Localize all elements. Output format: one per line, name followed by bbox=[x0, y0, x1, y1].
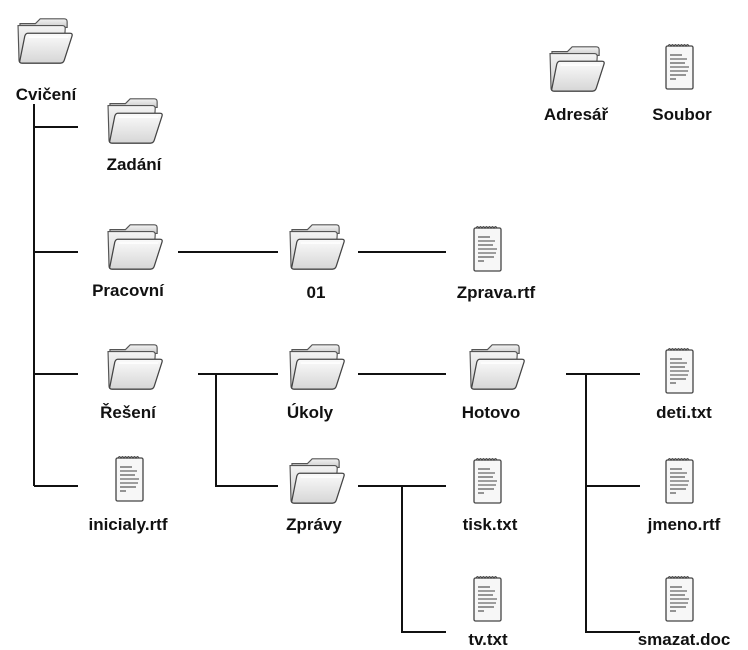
node-smazat-doc[interactable]: smazat.doc bbox=[638, 575, 731, 650]
node-zpravy[interactable]: Zprávy bbox=[286, 458, 345, 534]
file-icon bbox=[473, 457, 502, 504]
node-inicialy-rtf[interactable]: inicialy.rtf bbox=[88, 455, 168, 535]
node-deti-txt[interactable]: deti.txt bbox=[656, 347, 712, 423]
node-label: Zprávy bbox=[286, 515, 342, 534]
connector-reseni-zpravy bbox=[215, 374, 278, 487]
node-zprava-rtf[interactable]: Zprava.rtf bbox=[457, 225, 536, 303]
node-label: Cvičení bbox=[16, 85, 78, 104]
legend-file-label: Soubor bbox=[652, 105, 712, 124]
file-icon bbox=[665, 43, 694, 90]
node-cviceni[interactable]: Cvičení bbox=[16, 18, 78, 104]
node-label: Hotovo bbox=[462, 403, 521, 422]
tree-connectors bbox=[33, 104, 640, 633]
folder-icon bbox=[107, 224, 163, 270]
node-label: deti.txt bbox=[656, 403, 712, 422]
folder-icon bbox=[289, 344, 345, 390]
file-icon bbox=[665, 347, 694, 394]
node-label: tv.txt bbox=[468, 630, 508, 649]
file-icon bbox=[473, 225, 502, 272]
node-label: inicialy.rtf bbox=[88, 515, 167, 534]
connector-zpravy-tv bbox=[401, 486, 446, 633]
folder-icon bbox=[469, 344, 525, 390]
folder-icon bbox=[107, 344, 163, 390]
node-tv-txt[interactable]: tv.txt bbox=[468, 575, 508, 650]
node-pracovni[interactable]: Pracovní bbox=[92, 224, 165, 300]
folder-icon bbox=[549, 46, 605, 92]
node-label: jmeno.rtf bbox=[647, 515, 721, 534]
connector-hotovo-smazat bbox=[585, 374, 640, 633]
folder-icon bbox=[289, 224, 345, 270]
legend-folder: Adresář bbox=[544, 46, 609, 124]
node-tisk-txt[interactable]: tisk.txt bbox=[463, 457, 518, 535]
legend: Adresář Soubor bbox=[544, 43, 712, 124]
node-jmeno-rtf[interactable]: jmeno.rtf bbox=[647, 457, 721, 535]
file-icon bbox=[473, 575, 502, 622]
node-label: tisk.txt bbox=[463, 515, 518, 534]
node-label: 01 bbox=[307, 283, 326, 302]
node-01[interactable]: 01 bbox=[289, 224, 345, 302]
file-icon bbox=[665, 575, 694, 622]
node-ukoly[interactable]: Úkoly bbox=[287, 344, 345, 422]
node-label: Řešení bbox=[100, 403, 157, 422]
node-label: smazat.doc bbox=[638, 630, 731, 649]
node-label: Úkoly bbox=[287, 403, 334, 422]
node-hotovo[interactable]: Hotovo bbox=[462, 344, 525, 422]
legend-folder-label: Adresář bbox=[544, 105, 609, 124]
folder-icon bbox=[107, 98, 163, 144]
file-icon bbox=[115, 455, 144, 502]
node-label: Zprava.rtf bbox=[457, 283, 536, 302]
folder-icon bbox=[17, 18, 73, 64]
node-reseni[interactable]: Řešení bbox=[100, 344, 163, 422]
node-label: Pracovní bbox=[92, 281, 165, 300]
node-zadani[interactable]: Zadání bbox=[107, 98, 163, 174]
tree-nodes: Cvičení Zadání Pracovní 01 Zprava.rtf Ře… bbox=[16, 18, 731, 650]
file-icon bbox=[665, 457, 694, 504]
node-label: Zadání bbox=[107, 155, 163, 174]
folder-icon bbox=[289, 458, 345, 504]
legend-file: Soubor bbox=[652, 43, 712, 124]
